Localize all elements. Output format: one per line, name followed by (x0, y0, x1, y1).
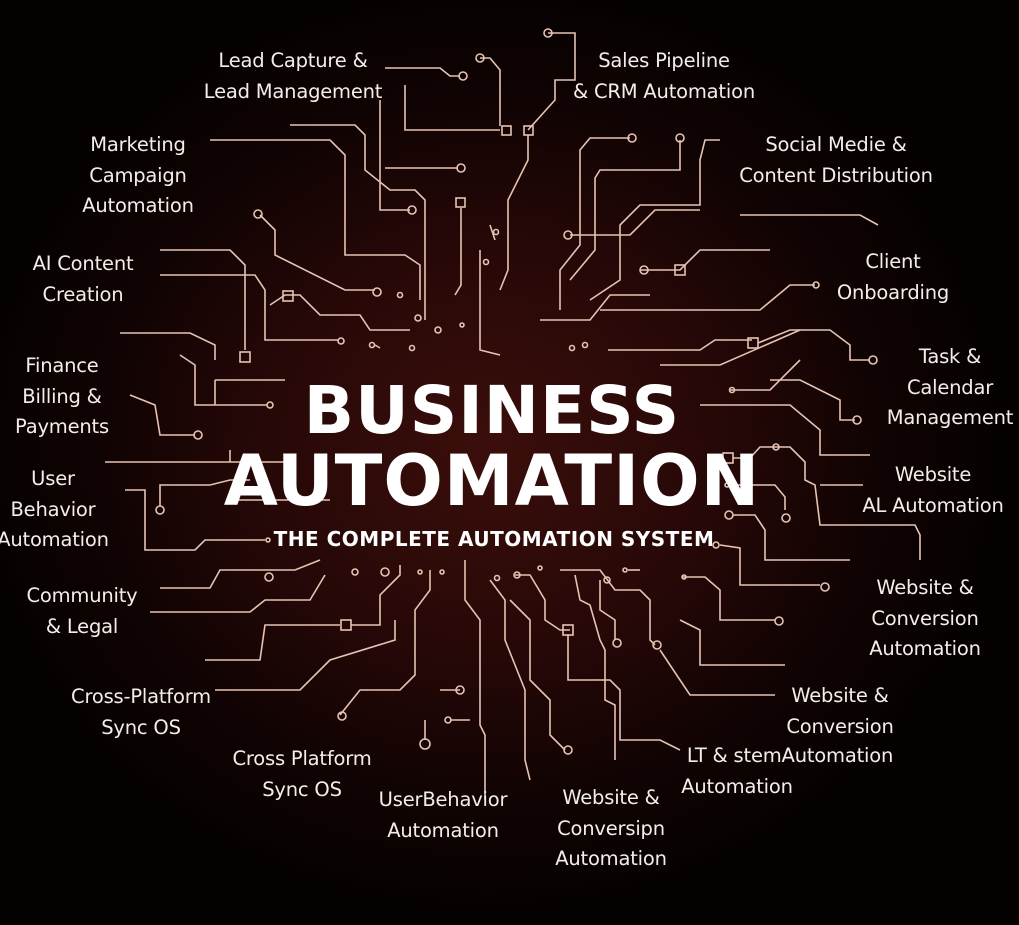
category-label-line: Website & (562, 786, 660, 809)
category-label-line: Cross Platform (232, 747, 372, 770)
category-label-line: Automation (0, 528, 109, 551)
category-label-line: Cross-Platform (71, 685, 211, 708)
category-label-line: & CRM Automation (573, 79, 755, 103)
category-label-line: Lead Management (203, 79, 383, 103)
category-label: Lead Capture & Lead Management (204, 46, 383, 107)
category-label-line: Sync OS (101, 715, 181, 739)
category-label-line: Conversipn (557, 816, 665, 840)
category-label-line: Marketing (90, 133, 186, 156)
category-label-line: Finance (25, 354, 99, 377)
category-label: Community & Legal (26, 581, 137, 642)
category-label-line: Lead Capture & (218, 49, 368, 72)
category-label-line: Website & (876, 576, 974, 599)
category-label-line: Automation (869, 637, 981, 660)
category-label-line: LT & stemAutomation (686, 744, 894, 767)
title-line-1: BUSINESS (303, 372, 681, 449)
category-label: Website AL Automation (862, 460, 1004, 521)
category-label-line: Billing & (22, 384, 102, 408)
category-label-line: Onboarding (836, 280, 950, 304)
category-label-line: Task & (918, 345, 982, 368)
category-label-line: AL Automation (862, 493, 1004, 517)
category-label: Automation (681, 772, 793, 803)
category-label-line: Website & (791, 684, 889, 707)
category-label: Sales Pipeline & CRM Automation (573, 46, 755, 107)
category-label: LT & stemAutomation (687, 741, 893, 772)
category-label-line: Sales Pipeline (598, 49, 730, 72)
category-label-line: Sync OS (262, 777, 342, 801)
category-label-line: Automation (387, 818, 499, 842)
category-label-line: Conversion (786, 714, 894, 738)
category-label-line: UserBehavior (378, 788, 508, 811)
category-label-line: Website (894, 463, 972, 486)
category-label-line: Client (865, 250, 921, 273)
category-label-line: AI Content (32, 252, 134, 275)
category-label-line: Conversion (871, 606, 979, 630)
category-label-line: Content Distribution (739, 163, 933, 187)
subtitle: THE COMPLETE AUTOMATION SYSTEM (273, 527, 715, 551)
category-label-line: Automation (555, 847, 667, 870)
category-label-line: Social Medie & (765, 133, 907, 156)
category-label: Social Medie & Content Distribution (739, 130, 933, 191)
category-label-line: Creation (42, 282, 124, 306)
category-label-line: User (31, 467, 75, 490)
title-line-2: AUTOMATION (223, 440, 761, 522)
category-label-line: Automation (681, 775, 793, 798)
category-label-line: & Legal (45, 614, 119, 638)
category-label-line: Automation (82, 194, 194, 217)
category-label-line: Payments (15, 415, 109, 438)
category-label-line: Calendar (906, 375, 994, 399)
category-label-line: Behavior (10, 497, 96, 521)
category-label: Website & Conversion (786, 681, 894, 742)
category-label-line: Management (886, 406, 1014, 429)
category-label-line: Campaign (89, 163, 187, 187)
category-label-line: Community (26, 584, 138, 607)
